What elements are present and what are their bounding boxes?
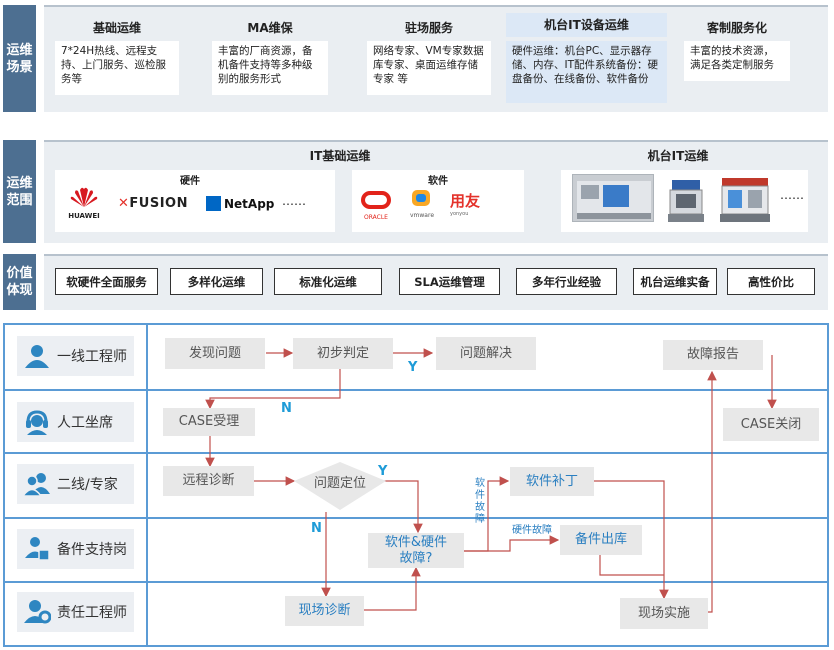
value-item-experience: 多年行业经验 <box>516 268 617 295</box>
arrow-fault-spare <box>464 535 560 552</box>
huawei-logo: HUAWEI <box>66 186 102 220</box>
node-onsite-impl: 现场实施 <box>620 598 708 629</box>
machine-unit-icon <box>720 178 770 222</box>
huawei-petals-icon <box>70 187 98 207</box>
netapp-n-icon <box>206 196 221 211</box>
spare-parts-icon <box>17 536 57 562</box>
scenario-side-label: 运维 场景 <box>3 5 36 112</box>
node-sw-patch: 软件补丁 <box>510 467 594 496</box>
role-spare-parts: 备件支持岗 <box>17 529 134 569</box>
node-discover: 发现问题 <box>165 338 265 369</box>
node-judge: 初步判定 <box>293 338 393 369</box>
label-n-locate: N <box>311 521 322 536</box>
users-icon <box>17 472 57 496</box>
node-locate: 问题定位 <box>313 476 366 491</box>
scope-side-label: 运维 范围 <box>3 140 36 243</box>
scenario-text-basic: 7*24H热线、远程支持、上门服务、巡检服务等 <box>55 41 179 95</box>
node-case-accept: CASE受理 <box>163 408 255 436</box>
node-onsite-diag: 现场诊断 <box>285 596 364 626</box>
xfusion-logo: ✕FUSION <box>118 196 188 211</box>
arrow-swpatch-impl <box>594 480 669 600</box>
value-item-full-service: 软硬件全面服务 <box>55 268 158 295</box>
hardware-box <box>55 170 335 232</box>
node-spare-out: 备件出库 <box>560 525 642 555</box>
value-item-cost: 高性价比 <box>727 268 815 295</box>
role-frontline: 一线工程师 <box>17 336 134 376</box>
node-fault-type: 软件&硬件故障? <box>368 533 464 568</box>
scenario-text-ma: 丰富的厂商资源，备机备件支持等多种级别的服务形式 <box>212 41 328 95</box>
role-expert: 二线/专家 <box>17 464 134 504</box>
oracle-ring-icon <box>361 191 391 209</box>
value-side-label: 价值 体现 <box>3 254 36 310</box>
vmware-icon <box>412 190 430 206</box>
scope-machine-title: 机台IT运维 <box>647 149 709 163</box>
machine-equipment-icon <box>577 181 651 219</box>
scenario-title-machine: 机台IT设备运维 <box>506 13 667 37</box>
machine-image-1 <box>572 174 654 222</box>
node-case-close: CASE关闭 <box>723 408 819 441</box>
label-hw-fault: 硬件故障 <box>512 525 552 536</box>
scope-it-title: IT基础运维 <box>309 149 371 163</box>
software-box <box>352 170 524 232</box>
value-item-standard: 标准化运维 <box>274 268 382 295</box>
label-y-judge: Y <box>408 360 418 375</box>
headset-icon <box>17 409 57 435</box>
arrow-locate-patch <box>384 480 423 534</box>
value-item-machine: 机台运维实备 <box>633 268 717 295</box>
arrow-onsite-fault <box>364 566 421 611</box>
hardware-label: 硬件 <box>180 176 200 187</box>
role-responsible: 责任工程师 <box>17 592 134 632</box>
machine-tool-icon <box>668 180 704 222</box>
label-sw-fault: 软件故障 <box>475 478 485 525</box>
engineer-icon <box>17 344 57 368</box>
value-item-diverse: 多样化运维 <box>170 268 263 295</box>
node-resolve: 问题解决 <box>436 337 536 370</box>
label-n-judge: N <box>281 401 292 416</box>
hardware-more: …… <box>282 194 306 208</box>
scenario-text-onsite: 网络专家、VM专家数据库专家、桌面运维存储专家 等 <box>367 41 491 95</box>
netapp-logo: NetApp <box>206 196 274 211</box>
decision-diamond <box>294 462 386 510</box>
software-label: 软件 <box>428 176 448 187</box>
machine-image-2 <box>664 178 708 224</box>
huawei-text: HUAWEI <box>68 212 100 220</box>
scenario-text-custom: 丰富的技术资源，满足各类定制服务 <box>684 41 790 81</box>
flow-frame <box>3 323 829 647</box>
role-column-divider <box>146 323 148 647</box>
arrow-fault-swpatch <box>464 476 510 552</box>
node-report: 故障报告 <box>663 340 763 370</box>
engineer-gear-icon <box>17 599 57 625</box>
value-item-sla: SLA运维管理 <box>399 268 500 295</box>
oracle-logo: ORACLE <box>360 190 396 221</box>
lane-divider-3 <box>3 517 829 519</box>
xfusion-x-icon: ✕ <box>118 196 130 211</box>
arrow-impl-report <box>707 370 717 613</box>
lane-divider-1 <box>3 389 829 391</box>
lane-divider-2 <box>3 452 829 454</box>
arrow-judge-case <box>205 369 341 410</box>
scenario-title-basic: 基础运维 <box>92 21 141 35</box>
scenario-text-machine: 硬件运维：机台PC、显示器存储、内存、IT配件系统备份：硬盘备份、在线备份、软件… <box>506 41 667 103</box>
scenario-title-onsite: 驻场服务 <box>404 21 453 35</box>
scenario-title-ma: MA维保 <box>247 21 293 35</box>
role-agent: 人工坐席 <box>17 402 134 442</box>
arrow-spare-impl <box>599 555 664 576</box>
vmware-logo: vmware <box>410 188 440 219</box>
yonyou-logo: 用友 yonyou <box>450 192 481 217</box>
label-y-locate: Y <box>378 464 388 479</box>
node-remote-diag: 远程诊断 <box>163 466 254 496</box>
machine-image-3 <box>718 176 772 224</box>
machine-more: …… <box>780 188 804 202</box>
scenario-title-custom: 客制服务化 <box>706 21 767 35</box>
